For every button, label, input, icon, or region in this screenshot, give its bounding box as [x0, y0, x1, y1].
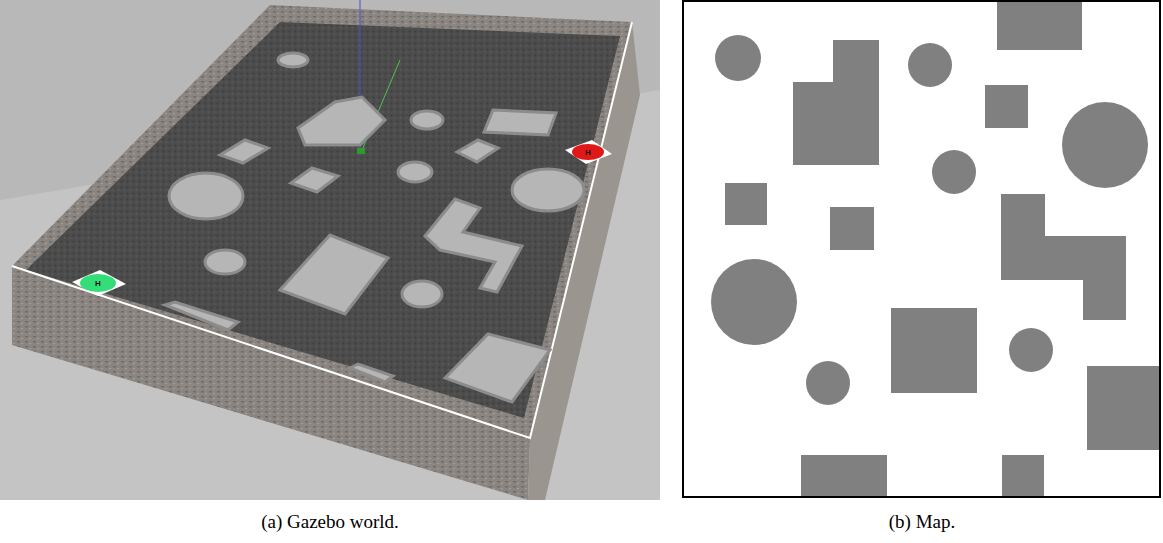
occupancy-map	[683, 1, 1160, 497]
helipad-mark: H	[585, 148, 591, 157]
gazebo-render	[0, 0, 660, 500]
helipad-mark: H	[95, 279, 101, 288]
panel-caption: (b) Map.	[889, 511, 955, 533]
panel-caption: (a) Gazebo world.	[261, 511, 399, 533]
